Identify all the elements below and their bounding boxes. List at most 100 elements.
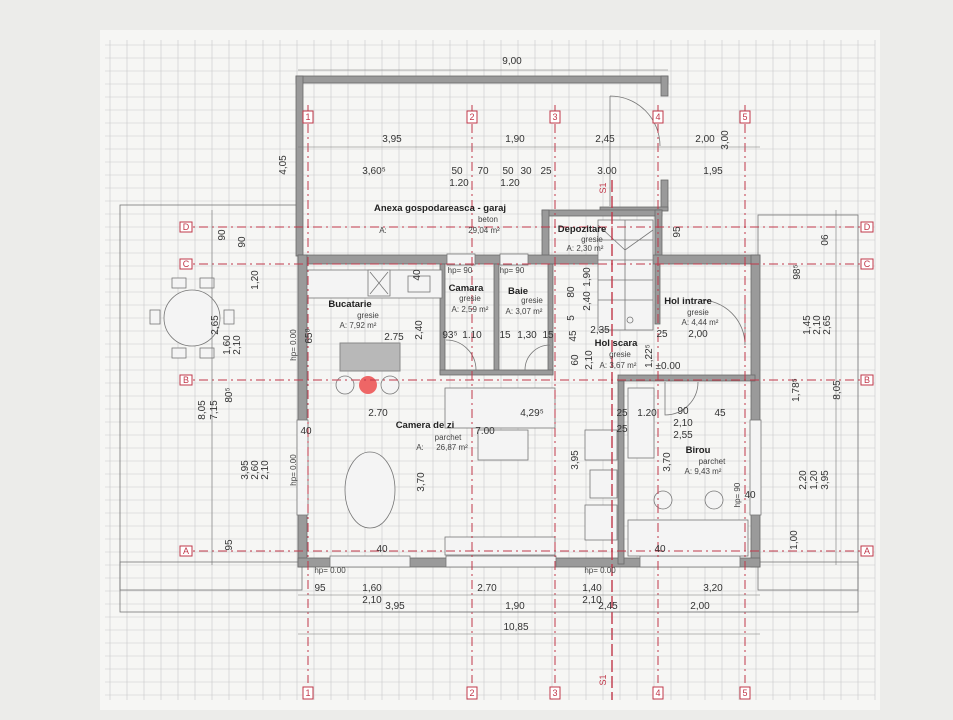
axis-marker	[179, 545, 193, 557]
axis-marker	[739, 686, 751, 700]
kitchen-island	[339, 342, 401, 372]
axis-marker	[860, 258, 874, 270]
dimension-label: 90	[217, 229, 228, 241]
room-area: A: 9,43 m²	[685, 467, 722, 476]
axis-label: 2	[469, 688, 474, 698]
office-chair	[704, 490, 724, 510]
dimension-label: 3,70	[416, 472, 427, 492]
dimension-label: 3,00	[720, 130, 731, 150]
sill-height-labels: hp= 90 hp= 90 hp= 0.00 hp= 0.00 hp= 0.00 hp= …	[289, 266, 742, 575]
room-area: A: 2,59 m²	[452, 305, 489, 314]
dimension-label: 50	[451, 166, 463, 177]
room-camera-de-zi: Camera de zi parchet A: 26,87 m²	[396, 420, 468, 452]
dimension-label: 30	[520, 166, 532, 177]
dimension-label: 2,40	[582, 291, 593, 311]
dimension-label: 1.20	[500, 178, 520, 189]
dimension-label: 90	[677, 406, 689, 417]
dimension-label: 3,20	[703, 583, 723, 594]
dimension-label: 3,95	[385, 601, 405, 612]
garage-door[interactable]	[609, 95, 661, 206]
section-label: S1	[598, 674, 608, 685]
axis-label: 4	[655, 112, 660, 122]
axis-label: A	[864, 546, 870, 556]
dimension-label: 2,45	[595, 134, 615, 145]
sill-height-label: hp= 0.00	[314, 566, 346, 575]
axis-label: 4	[655, 688, 660, 698]
dimension-label: 25	[616, 408, 628, 419]
room-floor: parchet	[435, 433, 462, 442]
axis-label: C	[864, 259, 871, 269]
overall-width-dimension: 9,00	[502, 56, 522, 67]
room-name: Depozitare	[558, 224, 607, 235]
dimension-label: 5	[566, 315, 577, 321]
axis-label: A	[183, 546, 189, 556]
dimension-label: 7,15	[209, 400, 220, 420]
dimension-label: 2,10	[812, 315, 823, 335]
dimension-label: 2,65	[210, 315, 221, 335]
sill-height-label: hp= 0.00	[584, 566, 616, 575]
camara-door[interactable]	[445, 339, 477, 371]
dimension-label: 25	[540, 166, 552, 177]
dimension-label: 15	[542, 330, 554, 341]
baie-door[interactable]	[524, 344, 551, 371]
room-area: A: 3,07 m²	[506, 307, 543, 316]
dimension-label: 2.70	[477, 583, 497, 594]
room-name: Hol scara	[595, 338, 638, 349]
sill-height-label: hp= 90	[733, 482, 742, 507]
dimension-label: 2,00	[695, 134, 715, 145]
dimension-label: 1,90	[582, 267, 593, 287]
birou-cabinet	[627, 387, 655, 459]
dimension-label: 40	[412, 269, 423, 281]
sill-height-label: hp= 0.00	[289, 329, 298, 361]
dimension-label: 95	[672, 226, 683, 238]
dimension-label: 1,22⁵	[644, 344, 655, 368]
dimension-label: 2,65	[822, 315, 833, 335]
dimension-label: 95	[224, 539, 235, 551]
axis-marker	[652, 686, 664, 700]
room-hol-intrare: Hol intrare gresie A: 4,44 m²	[664, 296, 719, 327]
dimension-label: 2.75	[384, 332, 404, 343]
dimension-label: 95	[314, 583, 326, 594]
dimension-label: 2,40	[414, 320, 425, 340]
dimension-label: 1.10	[462, 330, 482, 341]
dimension-label: 25	[656, 329, 668, 340]
dimension-label: 2,60	[250, 460, 261, 480]
axis-marker	[860, 374, 874, 386]
sill-height-label: hp= 0.00	[289, 454, 298, 486]
dimension-label: 2,45	[598, 601, 618, 612]
dimension-label: 70	[477, 166, 489, 177]
room-floor: gresie	[609, 350, 631, 359]
desk	[627, 519, 749, 557]
dimension-label: 40	[744, 490, 756, 501]
axis-label: D	[183, 222, 190, 232]
dimension-label: 2,20	[798, 470, 809, 490]
room-area: A: 7,92 m²	[340, 321, 377, 330]
dimension-label: 8,05	[197, 400, 208, 420]
room-anexa: Anexa gospodareasca - garaj beton A: 29,…	[374, 203, 506, 235]
dimension-label: 2,55	[673, 430, 693, 441]
room-area-prefix: A:	[379, 226, 387, 235]
dimension-label: 1,90	[505, 601, 525, 612]
dimension-label: 98⁵	[792, 264, 803, 279]
axis-label: 1	[305, 112, 310, 122]
axis-marker	[652, 110, 664, 124]
axis-marker	[302, 686, 314, 700]
room-hol-scara: Hol scara gresie A: 3,67 m²	[595, 338, 638, 370]
dimension-label: 3,95	[820, 470, 831, 490]
dimension-label: 2,10	[673, 418, 693, 429]
dimension-label: 1,00	[789, 530, 800, 550]
dimension-label: 80⁵	[224, 387, 235, 402]
axis-marker	[179, 221, 193, 233]
room-area-prefix: A:	[416, 443, 424, 452]
dimension-label: 4,29⁵	[520, 408, 544, 419]
room-area: A: 3,67 m²	[600, 361, 637, 370]
birou-door[interactable]	[664, 381, 699, 416]
sill-height-label: hp= 90	[448, 266, 473, 275]
depozitare-wall	[541, 209, 550, 261]
dimension-label: 2,10	[362, 595, 382, 606]
room-floor: beton	[478, 215, 498, 224]
dimension-label: 7.00	[475, 426, 495, 437]
room-name: Anexa gospodareasca - garaj	[374, 203, 506, 214]
